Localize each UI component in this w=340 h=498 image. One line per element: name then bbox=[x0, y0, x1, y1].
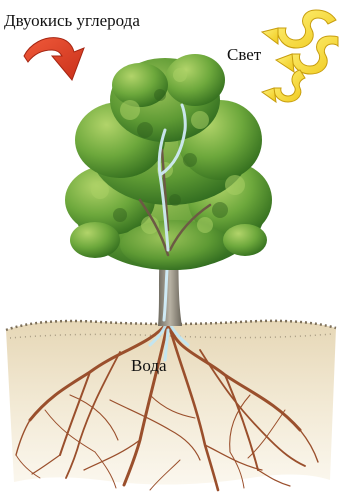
curved-arrow-icon bbox=[24, 38, 84, 80]
wavy-arrow-icon bbox=[262, 10, 338, 102]
soil-section bbox=[6, 321, 336, 485]
tree-crown bbox=[65, 54, 272, 270]
carbon-dioxide-label: Двуокись углерода bbox=[4, 12, 140, 29]
water-label: Вода bbox=[131, 357, 167, 374]
light-label: Свет bbox=[227, 46, 261, 63]
